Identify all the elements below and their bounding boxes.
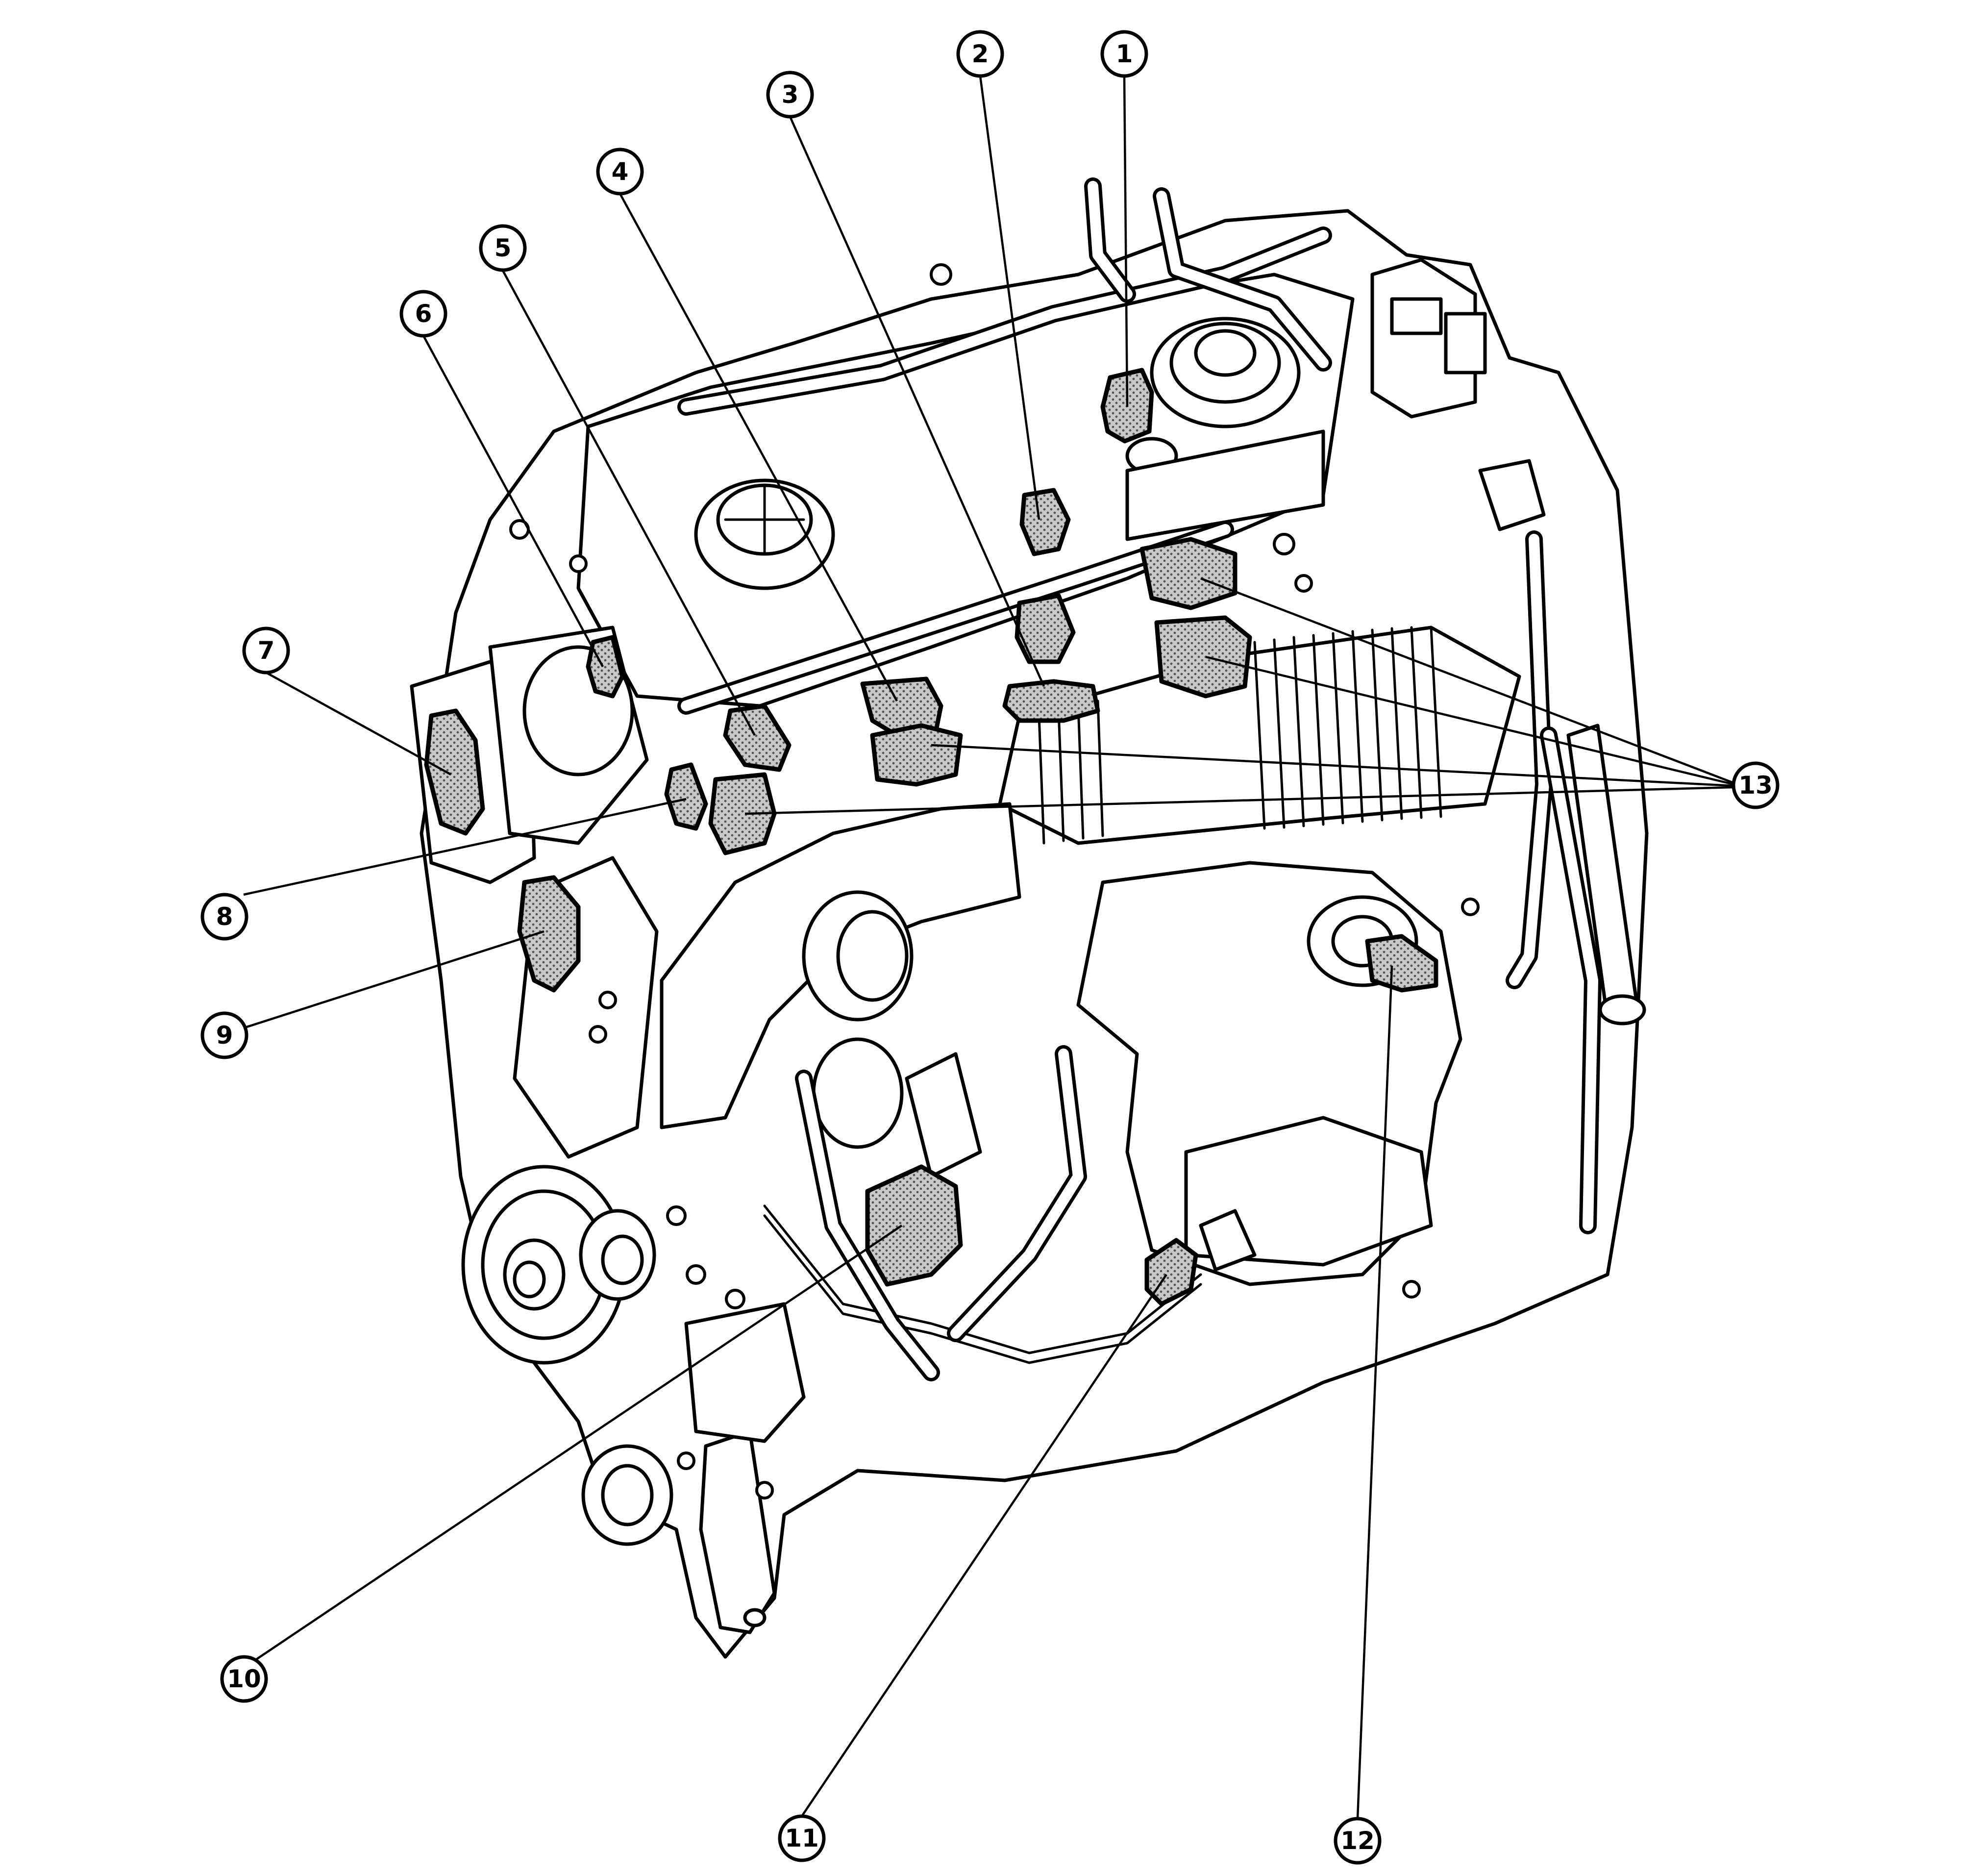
- highlighted-parts: [424, 368, 1438, 1306]
- leader-lines: [243, 75, 1734, 1819]
- part-13a: [1139, 537, 1238, 610]
- leader-4: [619, 193, 898, 702]
- leader-13c: [931, 744, 1734, 787]
- svg-text:12: 12: [1340, 1826, 1375, 1855]
- svg-text:11: 11: [785, 1824, 819, 1852]
- engine-body: [410, 177, 1649, 1659]
- svg-text:6: 6: [415, 300, 432, 328]
- leader-13d: [744, 786, 1734, 815]
- callout-4: 4: [596, 148, 644, 196]
- part-6: [586, 635, 625, 699]
- svg-text:5: 5: [495, 234, 512, 262]
- callouts: 1 2 3 4 5 6 7 8: [200, 30, 1780, 1865]
- callout-1: 1: [1100, 30, 1148, 78]
- callout-7: 7: [242, 626, 290, 675]
- part-2: [1019, 488, 1071, 556]
- callout-8: 8: [200, 893, 248, 941]
- leader-1: [1123, 75, 1129, 407]
- part-8b: [708, 772, 777, 855]
- leader-3: [789, 116, 1045, 687]
- callout-9: 9: [200, 1011, 248, 1059]
- svg-text:3: 3: [782, 80, 799, 109]
- callout-11: 11: [778, 1814, 826, 1862]
- svg-text:4: 4: [612, 157, 629, 186]
- svg-text:8: 8: [216, 902, 233, 931]
- callout-10: 10: [220, 1655, 268, 1703]
- part-12: [1365, 934, 1438, 993]
- part-7: [424, 708, 485, 836]
- part-10: [865, 1164, 963, 1287]
- callout-5: 5: [479, 224, 527, 272]
- callout-13: 13: [1732, 761, 1780, 809]
- part-4-lower: [870, 723, 963, 787]
- callout-3: 3: [766, 71, 814, 119]
- leader-13b: [1205, 655, 1734, 786]
- part-5: [723, 703, 792, 772]
- leader-12: [1356, 965, 1393, 1819]
- part-8: [664, 762, 708, 831]
- leader-5: [502, 270, 756, 736]
- callout-2: 2: [956, 30, 1004, 78]
- leader-7: [265, 672, 452, 775]
- svg-text:7: 7: [258, 636, 275, 665]
- svg-text:13: 13: [1738, 771, 1773, 800]
- svg-text:10: 10: [227, 1665, 261, 1693]
- part-3-upper: [1015, 593, 1076, 664]
- leader-6: [422, 335, 604, 668]
- leader-11: [801, 1274, 1167, 1817]
- part-3-lower: [1002, 679, 1100, 723]
- part-13b: [1154, 615, 1252, 699]
- part-11: [1144, 1238, 1198, 1306]
- svg-text:2: 2: [972, 40, 989, 68]
- svg-text:1: 1: [1116, 40, 1133, 68]
- svg-text:9: 9: [216, 1021, 233, 1050]
- leader-10: [255, 1225, 903, 1660]
- leader-8: [243, 798, 687, 896]
- leader-9: [243, 930, 544, 1029]
- leader-13a: [1200, 577, 1734, 784]
- leader-2: [979, 75, 1040, 520]
- callout-12: 12: [1334, 1817, 1382, 1865]
- callout-6: 6: [399, 290, 447, 338]
